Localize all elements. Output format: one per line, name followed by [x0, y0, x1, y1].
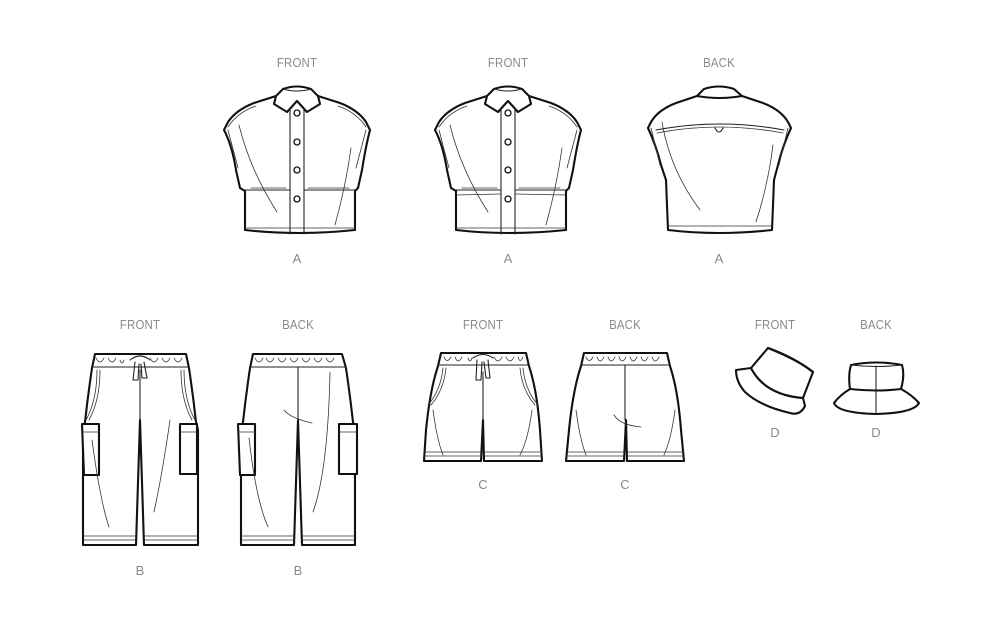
view-label-d-back: BACK	[860, 317, 892, 332]
view-label-d-front: FRONT	[754, 317, 796, 332]
shorts-back-drawing	[564, 351, 686, 463]
view-label-b-front: FRONT	[119, 317, 161, 332]
shorts-front-drawing	[422, 351, 544, 463]
view-letter-a-back: A	[714, 251, 724, 266]
view-label-a-back: BACK	[703, 55, 735, 70]
view-letter-a-front-1: A	[292, 251, 302, 266]
view-label-a-front-2: FRONT	[487, 55, 529, 70]
pants-front-drawing	[80, 352, 200, 547]
view-letter-d-back: D	[871, 425, 881, 440]
view-letter-c-back: C	[620, 477, 630, 492]
view-letter-b-back: B	[293, 563, 303, 578]
bucket-hat-front-drawing	[734, 346, 815, 415]
view-label-a-front-1: FRONT	[276, 55, 318, 70]
view-letter-c-front: C	[478, 477, 488, 492]
view-letter-b-front: B	[135, 563, 145, 578]
view-letter-a-front-2: A	[503, 251, 513, 266]
view-letter-d-front: D	[770, 425, 780, 440]
view-label-c-front: FRONT	[462, 317, 504, 332]
shirt-back-drawing	[646, 85, 793, 235]
view-label-b-back: BACK	[282, 317, 314, 332]
bucket-hat-back-drawing	[832, 361, 921, 416]
pants-back-drawing	[236, 352, 359, 547]
shirt-front-drawing-1	[222, 85, 372, 235]
shirt-front-drawing-2	[433, 85, 583, 235]
view-label-c-back: BACK	[609, 317, 641, 332]
